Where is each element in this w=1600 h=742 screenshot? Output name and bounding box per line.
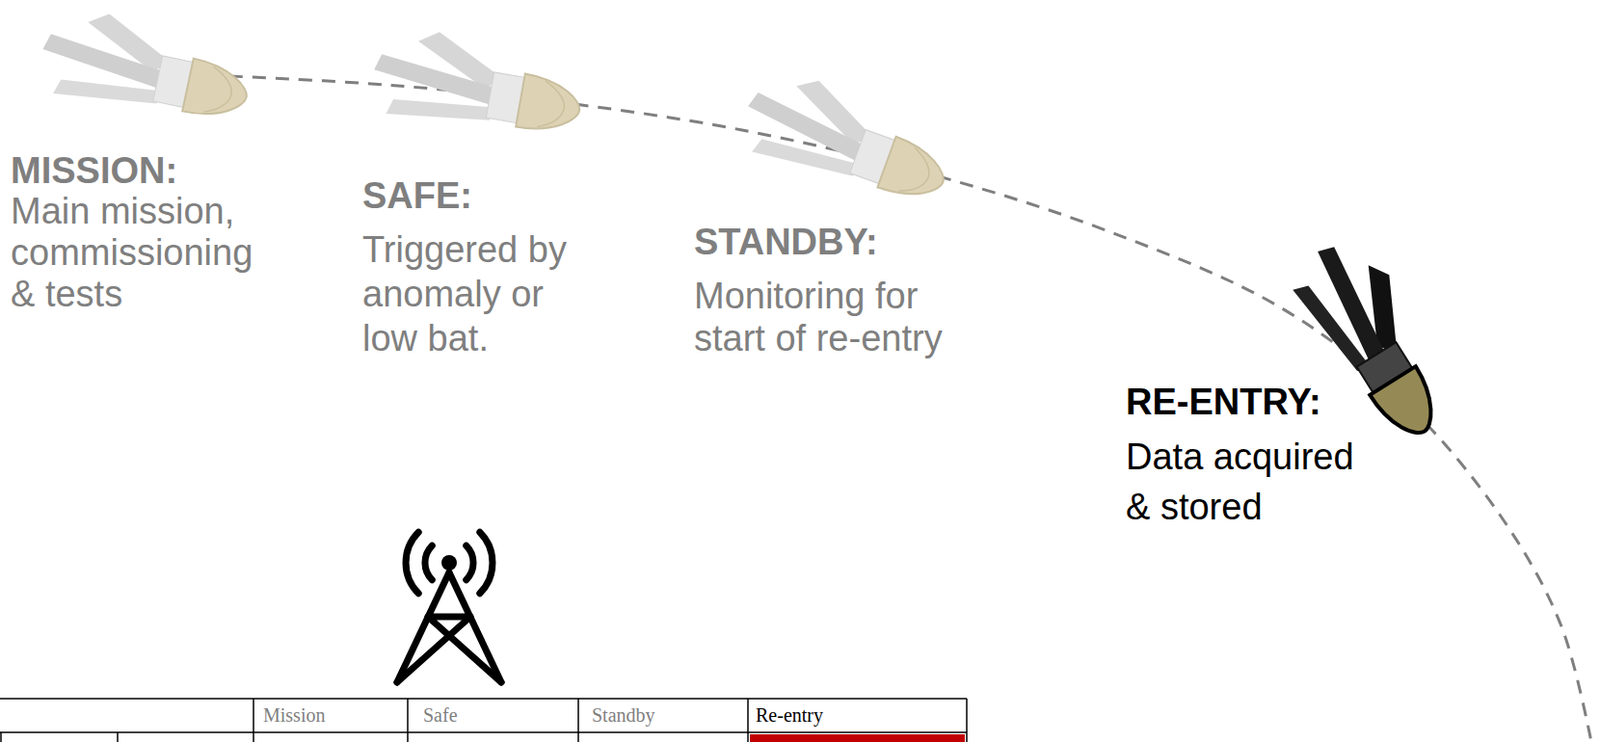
capsule-figure [33, 1, 258, 134]
mode-heading: STANDBY: [693, 221, 879, 264]
mode-description: Monitoring for start of re-entry [693, 274, 969, 360]
table-header: Re-entry [755, 704, 824, 727]
table-header: Mission [263, 704, 325, 727]
mode-description: Data acquired & stored [1125, 431, 1367, 533]
antenna-icon [397, 532, 502, 683]
capsule-figure [367, 22, 589, 147]
table-cell-fill [749, 734, 965, 742]
table-header: Safe [423, 704, 458, 727]
mode-heading: SAFE: [362, 175, 473, 217]
table-header: Standby [591, 704, 656, 727]
mode-description: Main mission, commissioning & tests [10, 190, 276, 316]
mode-heading: MISSION: [10, 150, 178, 192]
mode-description: Triggered by anomaly or low bat. [362, 227, 599, 361]
mode-table [0, 698, 967, 742]
mode-heading: RE-ENTRY: [1125, 381, 1322, 424]
capsule-figure [733, 60, 961, 217]
